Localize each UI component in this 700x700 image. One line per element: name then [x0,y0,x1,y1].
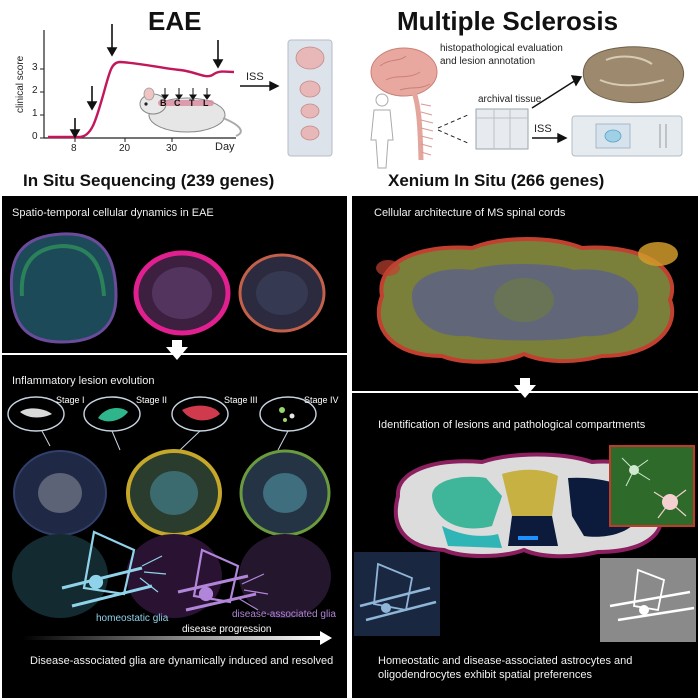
archival-label: archival tissue [478,94,542,105]
x-tick-20: 20 [119,143,131,154]
right-lesion-caption: Identification of lesions and pathologic… [378,419,646,431]
region-letter-l: L [203,98,209,108]
y-tick-1: 1 [32,108,38,119]
right-bottom-caption: Homeostatic and disease-associated astro… [378,655,633,681]
brain-illustration [370,47,438,161]
stage-1-label: Stage I [56,395,85,405]
progression-arrow [22,631,332,645]
y-tick-2: 2 [32,85,38,96]
right-down-arrow [514,378,536,398]
histology-section [582,46,684,104]
stage-2-label: Stage II [136,395,168,405]
left-lesion-caption: Inflammatory lesion evolution [12,375,155,387]
left-method-title: In Situ Sequencing (239 genes) [23,171,275,190]
x-axis-label: Day [215,141,235,153]
x-tick-30: 30 [166,143,178,154]
stage-connectors [41,430,289,451]
disease-oligo-inset [600,558,696,642]
lesion-sections-row [13,449,331,537]
mouse-illustration [139,87,242,137]
disease-glia-cells [177,548,269,612]
stage-blobs [20,405,295,422]
iss-arrow-left [240,80,280,92]
right-method-title: Xenium In Situ (266 genes) [388,171,605,190]
right-panel: Cellular architecture of MS spinal cords… [352,196,698,698]
ms-spinal-cord-top [376,237,678,364]
region-letter-t: T [189,98,195,108]
homeostatic-glia-cells [61,530,167,608]
dashed-connectors [437,113,471,145]
left-top-caption: Spatio-temporal cellular dynamics in EAE [12,207,214,219]
left-down-arrow [166,340,188,360]
y-tick-3: 3 [32,62,38,73]
right-panel-art [352,237,698,642]
left-panel: Spatio-temporal cellular dynamics in EAE… [2,196,347,698]
homeostatic-label: homeostatic glia [96,613,169,624]
iss-label-left: ISS [246,71,264,83]
human-figure [370,93,394,169]
region-letter-b: B [160,98,167,108]
x-tick-8: 8 [71,143,77,154]
y-tick-0: 0 [32,131,38,142]
ms-title: Multiple Sclerosis [397,6,619,36]
right-top-caption: Cellular architecture of MS spinal cords [374,207,566,219]
iss-slide [287,39,333,157]
homeostatic-oligo-inset [354,552,440,636]
clinical-score-curve [48,60,235,139]
iss-arrow-right [532,132,568,144]
left-panel-art [2,232,347,645]
progression-label: disease progression [182,624,272,635]
histo-arrow [531,75,583,109]
left-bottom-caption: Disease-associated glia are dynamically … [30,655,334,667]
histo-label: histopathological evaluation and lesion … [440,43,563,67]
eae-clinical-score-chart [40,24,684,169]
glia-sections-row [12,534,331,618]
archival-tissue-block [475,108,529,150]
astrocyte-inset [609,445,695,527]
stage-4-label: Stage IV [304,395,339,405]
xenium-slide [571,115,683,157]
eae-title: EAE [148,6,202,36]
timepoint-arrows [69,24,224,139]
disease-label: disease-associated glia [232,609,336,620]
iss-label-right: ISS [534,123,552,135]
region-letter-c: C [174,98,181,108]
eae-sections-row [9,232,326,344]
stage-3-label: Stage III [224,395,258,405]
